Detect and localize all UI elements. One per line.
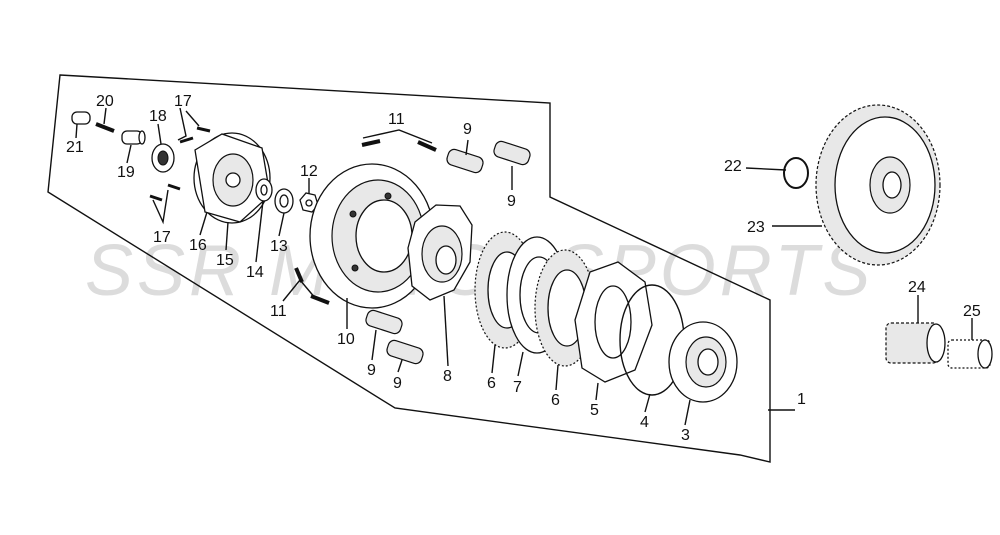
part-label-4: 4 — [640, 414, 649, 431]
cover-plate-16 — [194, 133, 271, 223]
assembly-outline — [47, 74, 771, 463]
part-label-24: 24 — [908, 279, 926, 296]
part-label-15: 15 — [216, 252, 234, 269]
part-label-22: 22 — [724, 158, 742, 175]
part-label-23: 23 — [747, 219, 765, 236]
part-label-16: 16 — [189, 237, 207, 254]
screws-17 — [149, 126, 211, 202]
part-label-9b: 9 — [507, 193, 516, 210]
screw-20 — [95, 122, 115, 133]
part-label-21: 21 — [66, 139, 84, 156]
nut-12 — [299, 192, 319, 213]
part-label-20: 20 — [96, 93, 114, 110]
washer-13 — [274, 188, 294, 214]
part-label-8: 8 — [443, 368, 452, 385]
part-label-14: 14 — [246, 264, 264, 281]
part-label-5: 5 — [590, 402, 599, 419]
part-label-11b: 11 — [270, 303, 287, 320]
clutch-drum-10 — [309, 163, 435, 309]
part-label-25: 25 — [963, 303, 981, 320]
washer-14 — [255, 178, 273, 202]
part-label-19: 19 — [117, 164, 135, 181]
part-label-17a: 17 — [174, 93, 192, 110]
part-label-7: 7 — [513, 379, 522, 396]
part-labels: 1 3 4 5 6 6 7 8 9 9 9 9 10 11 11 12 13 1… — [66, 93, 981, 444]
part-label-12: 12 — [300, 163, 318, 180]
leader-lines — [75, 107, 973, 426]
part-label-10: 10 — [337, 331, 355, 348]
part-label-6b: 6 — [551, 392, 560, 409]
part-label-13: 13 — [270, 238, 288, 255]
gear-24 — [885, 322, 946, 364]
needle-bearing-25 — [947, 339, 993, 369]
pin-19 — [121, 130, 146, 145]
springs-9 — [365, 140, 531, 365]
part-label-9a: 9 — [463, 121, 472, 138]
driven-gear-23 — [815, 104, 941, 266]
part-label-17b: 17 — [153, 229, 171, 246]
circlip-22 — [783, 157, 809, 189]
part-label-3: 3 — [681, 427, 690, 444]
clutch-hub-8 — [407, 204, 473, 301]
part-label-9c: 9 — [367, 362, 376, 379]
pressure-plate-3 — [668, 321, 738, 403]
part-label-9d: 9 — [393, 375, 402, 392]
part-label-6a: 6 — [487, 375, 496, 392]
plate-5 — [574, 261, 653, 383]
part-label-1: 1 — [797, 391, 806, 408]
part-label-18: 18 — [149, 108, 167, 125]
bearing-18 — [151, 143, 175, 173]
pin-21 — [71, 111, 91, 125]
part-label-11a: 11 — [388, 111, 405, 128]
